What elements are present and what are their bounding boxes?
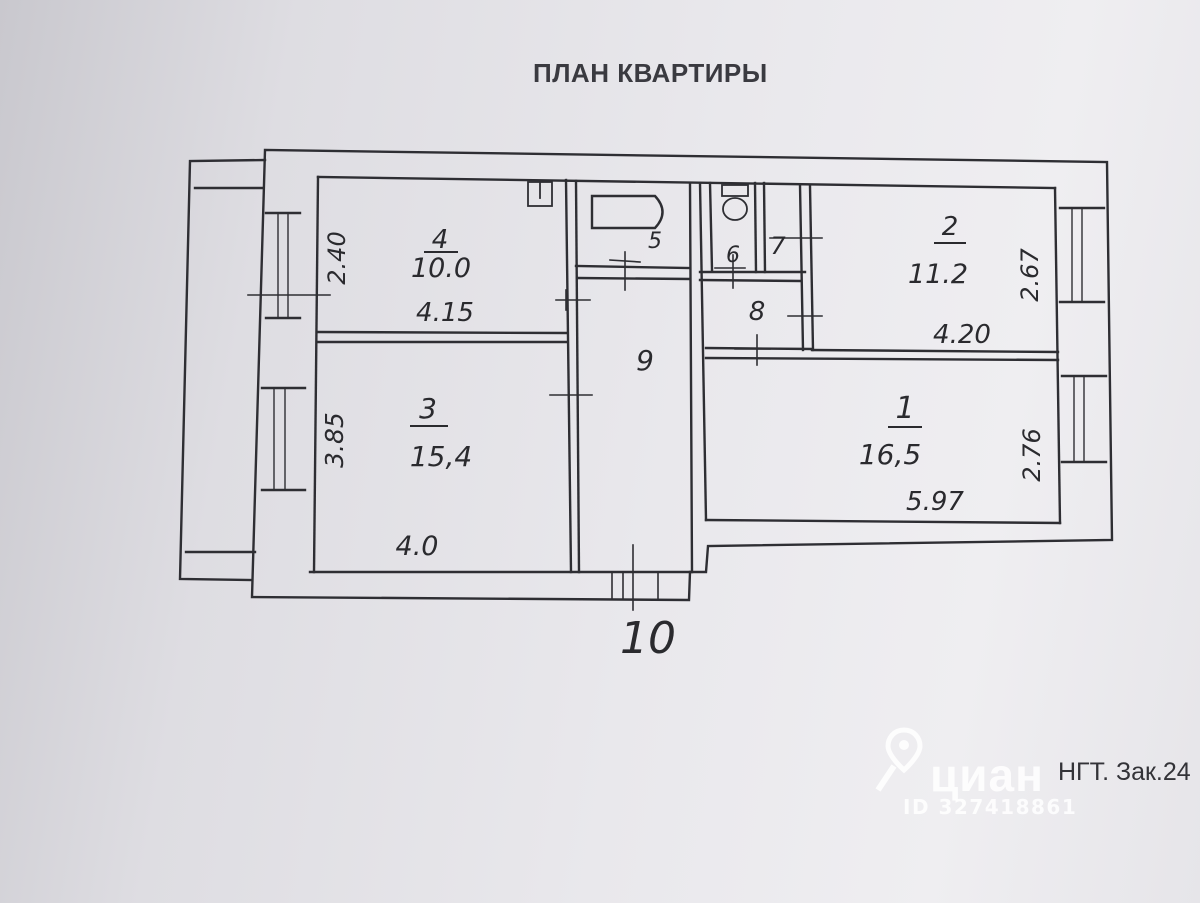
watermark-listing-id: ID 327418861: [903, 795, 1078, 819]
room-4-walls: [316, 175, 1057, 190]
room-1-number: 1: [895, 391, 914, 426]
window-left-bottom: [260, 386, 307, 492]
room-1-width: 2.76: [1018, 428, 1046, 481]
wall-corridor-right: [688, 181, 694, 574]
window-left-top: [247, 211, 331, 320]
room-3-width: 3.85: [320, 412, 349, 468]
left-inner-wall: [312, 175, 320, 574]
wall-1-2: [810, 348, 1060, 354]
room-8-number: 8: [749, 297, 766, 327]
room-3-length: 4.0: [396, 531, 439, 562]
map-pin-icon: [875, 727, 923, 792]
wall-3-4: [316, 330, 568, 335]
outer-wall: [250, 148, 1114, 602]
room-2-area: 11.2: [908, 259, 968, 290]
room-4-width: 2.40: [323, 231, 351, 284]
plan-walls: [178, 148, 1114, 611]
page-title: ПЛАН КВАРТИРЫ: [533, 58, 768, 88]
room-2-number: 2: [942, 212, 959, 242]
room-4-length: 4.15: [416, 298, 474, 328]
room-1-length: 5.97: [906, 487, 964, 517]
room-3-area: 15,4: [410, 440, 472, 473]
toilet-icon: [722, 197, 748, 221]
room-1-area: 16,5: [859, 438, 921, 471]
room-5-number: 5: [648, 229, 662, 254]
room-2-length: 4.20: [933, 320, 991, 350]
room-9-number: 9: [636, 344, 654, 377]
bathtub-icon: [590, 194, 664, 230]
window-right-top: [1058, 206, 1106, 304]
door-marks: [549, 237, 823, 611]
room-labels: 4 10.0 4.15 2.40 3 15,4 4.0 3.85 5 6 7 8…: [320, 212, 1046, 664]
wall-corridor-left: [564, 178, 573, 574]
room-4-area: 10.0: [411, 253, 471, 284]
right-inner-wall: [1053, 186, 1062, 525]
print-stamp: НГТ. Зак.24: [1058, 758, 1191, 786]
room-3-number: 3: [419, 392, 437, 425]
room-2-width: 2.67: [1016, 248, 1044, 302]
room-4-number: 4: [432, 225, 449, 255]
watermark-brand: циан: [930, 749, 1044, 801]
balcony-outline: [178, 158, 267, 582]
window-right-bottom: [1060, 374, 1108, 464]
room-7-number: 7: [770, 232, 786, 260]
room-10-number: 10: [620, 613, 676, 664]
room-6-number: 6: [726, 243, 740, 268]
